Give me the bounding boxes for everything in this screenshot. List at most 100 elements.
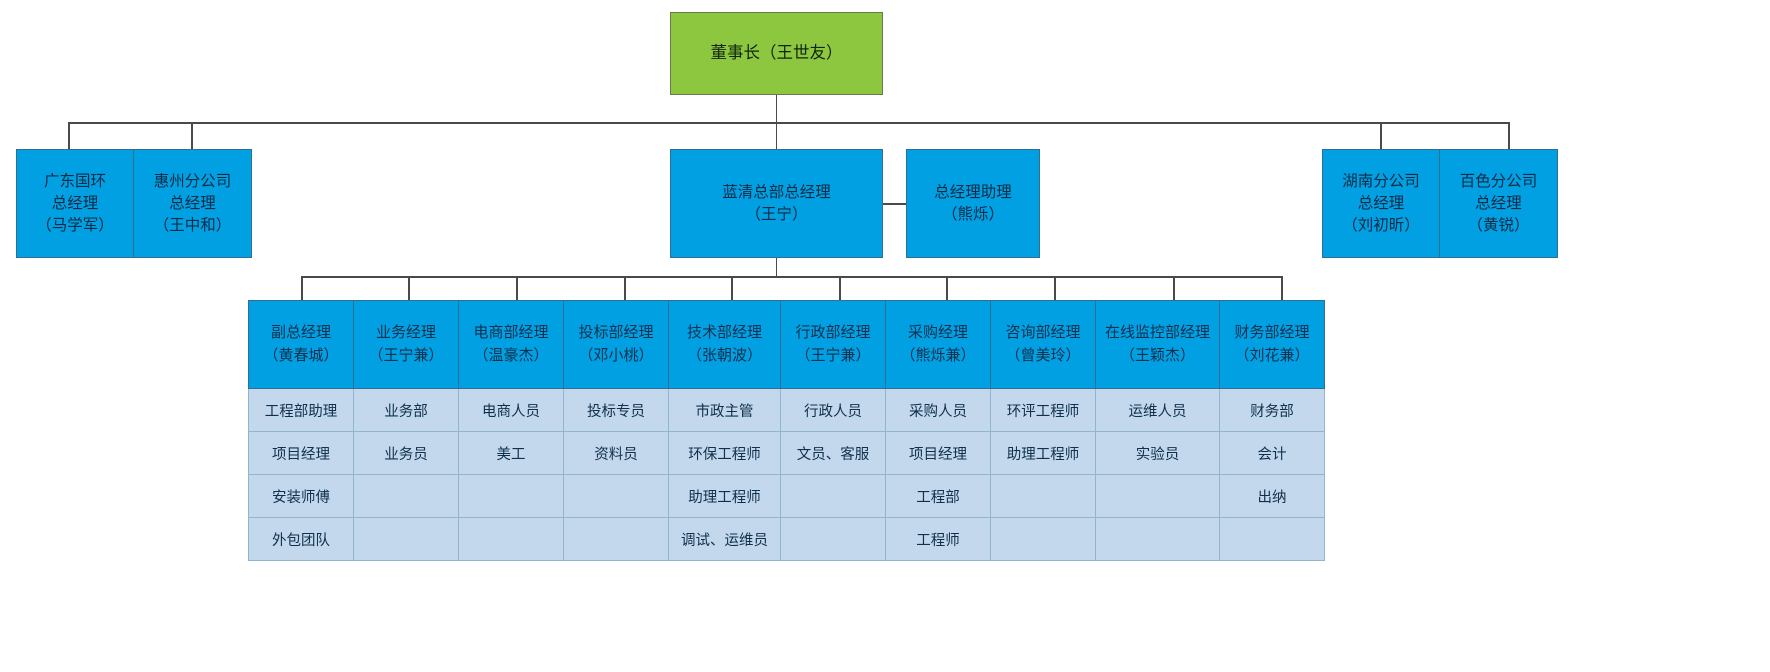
connector-dept-bus xyxy=(301,276,1281,278)
dept-header-cell[interactable]: 副总经理 （黄春城） xyxy=(248,300,354,389)
node-subtitle: 总经理 xyxy=(1357,194,1405,212)
dept-header-cell[interactable]: 投标部经理 （邓小桃） xyxy=(563,300,669,389)
dept-manager: （张朝波） xyxy=(686,346,762,364)
connector-drop-hunan xyxy=(1380,122,1382,149)
table-cell[interactable]: 环保工程师 xyxy=(668,431,781,475)
table-cell[interactable]: 业务员 xyxy=(353,431,459,475)
connector-dept-drop-9 xyxy=(1173,276,1175,300)
table-cell[interactable] xyxy=(458,517,564,561)
connector-level2-bus xyxy=(68,122,1509,124)
table-cell[interactable]: 采购人员 xyxy=(885,388,991,432)
dept-manager: （黄春城） xyxy=(263,346,339,364)
connector-dept-drop-6 xyxy=(839,276,841,300)
dept-role: 投标部经理 xyxy=(578,324,654,341)
table-cell[interactable] xyxy=(563,517,669,561)
table-cell[interactable] xyxy=(780,517,886,561)
dept-manager: （王宁兼） xyxy=(368,346,444,364)
node-lanqing-hq-gm[interactable]: 蓝清总部总经理 （王宁） xyxy=(670,149,883,258)
dept-manager: （王宁兼） xyxy=(795,346,871,364)
dept-header-cell[interactable]: 采购经理 （熊烁兼） xyxy=(885,300,991,389)
table-cell[interactable]: 助理工程师 xyxy=(990,431,1096,475)
table-row: 项目经理 业务员 美工 资料员 环保工程师 文员、客服 项目经理 助理工程师 实… xyxy=(248,431,1325,475)
table-row: 外包团队 调试、运维员 工程师 xyxy=(248,517,1325,561)
table-cell[interactable] xyxy=(353,517,459,561)
dept-manager: （曾美玲） xyxy=(1005,346,1081,364)
node-hunan-branch-gm[interactable]: 湖南分公司 总经理 （刘初昕） xyxy=(1322,149,1440,258)
node-subtitle: 总经理 xyxy=(169,194,216,212)
dept-manager: （邓小桃） xyxy=(578,346,654,364)
table-cell[interactable]: 电商人员 xyxy=(458,388,564,432)
table-cell[interactable]: 实验员 xyxy=(1095,431,1220,475)
table-cell[interactable]: 出纳 xyxy=(1219,474,1325,518)
dept-role: 咨询部经理 xyxy=(1005,324,1081,341)
table-cell[interactable]: 项目经理 xyxy=(885,431,991,475)
table-cell[interactable]: 市政主管 xyxy=(668,388,781,432)
table-cell[interactable]: 调试、运维员 xyxy=(668,517,781,561)
table-cell[interactable] xyxy=(990,517,1096,561)
connector-drop-baise xyxy=(1508,122,1510,149)
node-title: 惠州分公司 xyxy=(153,172,232,190)
dept-header-cell[interactable]: 电商部经理 （温豪杰） xyxy=(458,300,564,389)
table-cell[interactable] xyxy=(458,474,564,518)
table-cell[interactable]: 文员、客服 xyxy=(780,431,886,475)
dept-role: 技术部经理 xyxy=(686,324,762,341)
table-cell[interactable]: 投标专员 xyxy=(563,388,669,432)
node-chairman[interactable]: 董事长（王世友） xyxy=(670,12,883,95)
node-subtitle: 总经理 xyxy=(1475,194,1522,212)
table-cell[interactable]: 项目经理 xyxy=(248,431,354,475)
node-person: （马学军） xyxy=(36,216,114,234)
dept-manager: （刘花兼） xyxy=(1234,346,1310,364)
node-huizhou-branch-gm[interactable]: 惠州分公司 总经理 （王中和） xyxy=(134,149,252,258)
table-cell[interactable]: 助理工程师 xyxy=(668,474,781,518)
dept-header-cell[interactable]: 财务部经理 （刘花兼） xyxy=(1219,300,1325,389)
table-cell[interactable] xyxy=(990,474,1096,518)
dept-header-cell[interactable]: 技术部经理 （张朝波） xyxy=(668,300,781,389)
connector-dept-drop-5 xyxy=(731,276,733,300)
connector-dept-drop-1 xyxy=(301,276,303,300)
node-person: （黄锐） xyxy=(1467,216,1530,234)
table-cell[interactable] xyxy=(1219,517,1325,561)
dept-role: 采购经理 xyxy=(907,324,968,341)
dept-role: 行政部经理 xyxy=(795,324,871,341)
chairman-label: 董事长（王世友） xyxy=(710,43,843,62)
node-person: （王中和） xyxy=(153,216,232,234)
node-subtitle: 总经理 xyxy=(51,194,99,212)
table-row: 安装师傅 助理工程师 工程部 出纳 xyxy=(248,474,1325,518)
connector-dept-drop-2 xyxy=(408,276,410,300)
dept-header-cell[interactable]: 行政部经理 （王宁兼） xyxy=(780,300,886,389)
dept-header-cell[interactable]: 在线监控部经理 （王颖杰） xyxy=(1095,300,1220,389)
table-cell[interactable]: 资料员 xyxy=(563,431,669,475)
dept-role: 电商部经理 xyxy=(473,324,549,341)
node-guangdong-gm[interactable]: 广东国环 总经理 （马学军） xyxy=(16,149,134,258)
table-cell[interactable]: 行政人员 xyxy=(780,388,886,432)
dept-manager: （温豪杰） xyxy=(473,346,549,364)
table-cell[interactable]: 安装师傅 xyxy=(248,474,354,518)
node-title: 总经理助理 xyxy=(934,183,1012,201)
table-cell[interactable] xyxy=(353,474,459,518)
table-cell[interactable] xyxy=(1095,517,1220,561)
table-cell[interactable]: 会计 xyxy=(1219,431,1325,475)
table-cell[interactable] xyxy=(780,474,886,518)
table-cell[interactable]: 业务部 xyxy=(353,388,459,432)
dept-header-cell[interactable]: 咨询部经理 （曾美玲） xyxy=(990,300,1096,389)
table-cell[interactable]: 环评工程师 xyxy=(990,388,1096,432)
table-cell[interactable]: 运维人员 xyxy=(1095,388,1220,432)
table-cell[interactable]: 外包团队 xyxy=(248,517,354,561)
dept-header-cell[interactable]: 业务经理 （王宁兼） xyxy=(353,300,459,389)
dept-role: 财务部经理 xyxy=(1234,324,1310,341)
table-cell[interactable]: 美工 xyxy=(458,431,564,475)
connector-drop-huizhou xyxy=(191,122,193,149)
table-cell[interactable]: 工程部 xyxy=(885,474,991,518)
node-gm-assistant[interactable]: 总经理助理 （熊烁） xyxy=(906,149,1040,258)
table-cell[interactable] xyxy=(563,474,669,518)
table-cell[interactable]: 财务部 xyxy=(1219,388,1325,432)
dept-role: 副总经理 xyxy=(270,324,331,341)
table-cell[interactable]: 工程师 xyxy=(885,517,991,561)
connector-drop-guangdong xyxy=(68,122,70,149)
table-cell[interactable]: 工程部助理 xyxy=(248,388,354,432)
node-title: 湖南分公司 xyxy=(1342,172,1420,190)
table-cell[interactable] xyxy=(1095,474,1220,518)
node-baise-branch-gm[interactable]: 百色分公司 总经理 （黄锐） xyxy=(1440,149,1558,258)
node-person: （刘初昕） xyxy=(1342,216,1420,234)
node-person: （王宁） xyxy=(745,205,808,223)
